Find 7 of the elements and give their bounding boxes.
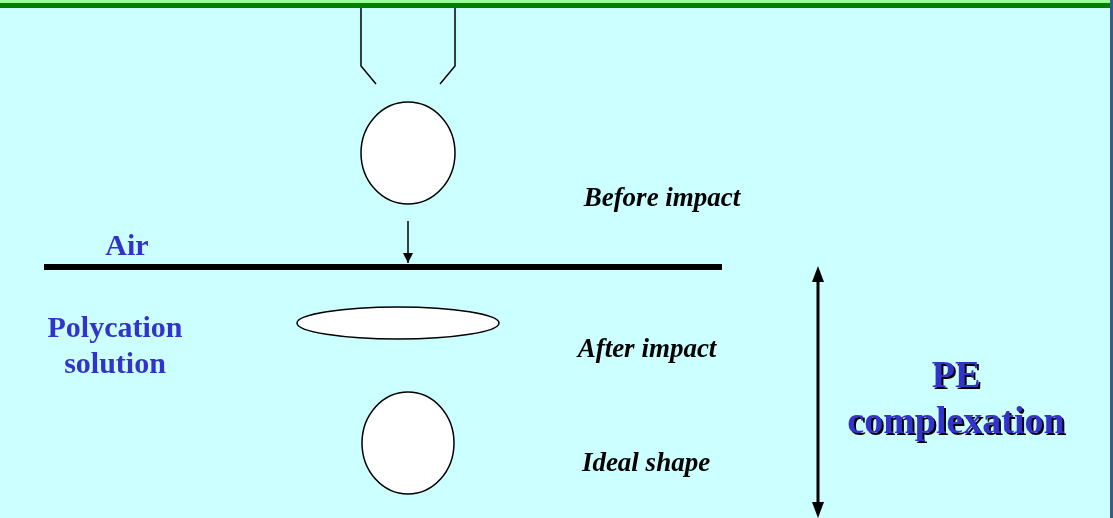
arrow xyxy=(403,220,413,264)
phase-label: Polycation solution xyxy=(46,309,184,381)
process-label: PE complexation xyxy=(846,352,1066,443)
stage-caption: Before impact xyxy=(583,181,741,213)
stage-caption: After impact xyxy=(577,332,717,364)
stage-caption: Ideal shape xyxy=(581,446,711,478)
phase-label: Air xyxy=(105,227,149,263)
